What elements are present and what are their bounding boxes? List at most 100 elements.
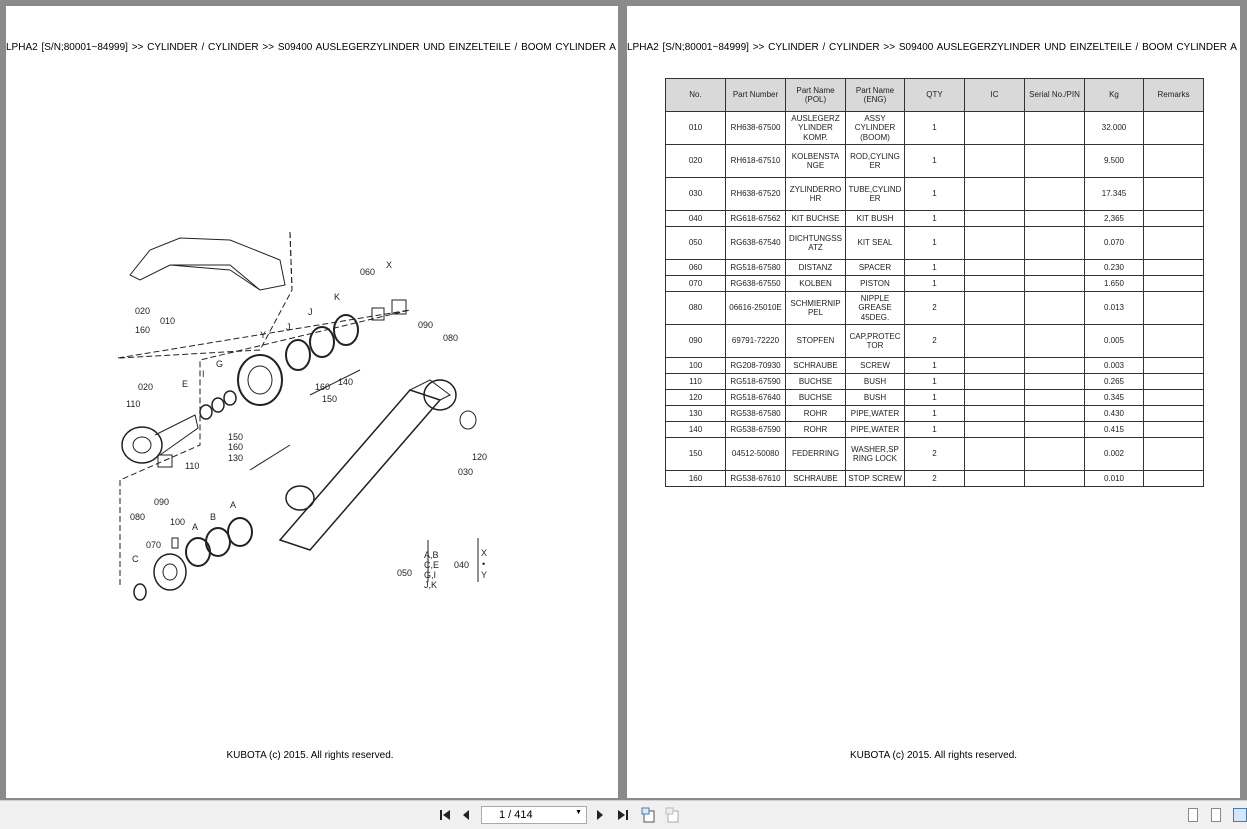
table-cell: 0.003 [1084, 357, 1144, 374]
table-cell [1024, 389, 1085, 406]
table-cell: 17.345 [1084, 177, 1144, 211]
table-cell: KIT BUSH [845, 210, 905, 227]
table-cell: 070 [665, 275, 726, 292]
table-cell: 2 [904, 324, 965, 358]
go-forward-view-icon[interactable] [664, 806, 680, 824]
callout-label: J,K [424, 580, 437, 590]
table-cell [1024, 470, 1085, 487]
breadcrumb-header: LPHA2 [S/N;80001~84999] >> CYLINDER / CY… [6, 42, 616, 53]
callout-label: Y [260, 330, 266, 340]
callout-label: 080 [130, 512, 145, 522]
table-cell [1024, 275, 1085, 292]
table-cell: 0.415 [1084, 421, 1144, 438]
continuous-view-icon[interactable] [1211, 808, 1221, 822]
table-cell: ASSY CYLINDER (BOOM) [845, 111, 905, 145]
chevron-down-icon[interactable]: ▼ [575, 809, 582, 816]
table-cell: 080 [665, 291, 726, 325]
table-cell [1143, 324, 1204, 358]
table-cell: FEDERRING [785, 437, 846, 471]
table-cell: 020 [665, 144, 726, 178]
table-cell [964, 177, 1025, 211]
callout-label: 140 [338, 377, 353, 387]
table-cell: RG538-67590 [725, 421, 786, 438]
table-cell: PISTON [845, 275, 905, 292]
table-cell [964, 470, 1025, 487]
last-page-icon[interactable] [616, 806, 630, 824]
table-cell: AUSLEGERZ YLINDER KOMP. [785, 111, 846, 145]
table-cell: 090 [665, 324, 726, 358]
table-cell: 010 [665, 111, 726, 145]
table-cell: RH638-67520 [725, 177, 786, 211]
callout-label: A [230, 500, 236, 510]
column-header: Remarks [1143, 78, 1204, 112]
table-cell: CAP,PROTEC TOR [845, 324, 905, 358]
table-cell: KIT BUCHSE [785, 210, 846, 227]
table-cell: 120 [665, 389, 726, 406]
callout-label: 100 [170, 517, 185, 527]
table-cell: 100 [665, 357, 726, 374]
table-cell: 050 [665, 226, 726, 260]
table-cell: WASHER,SP RING LOCK [845, 437, 905, 471]
table-cell [1143, 275, 1204, 292]
prev-page-icon[interactable] [460, 806, 472, 824]
table-cell: STOPFEN [785, 324, 846, 358]
page-number-input[interactable]: 1 / 414 ▼ [481, 806, 587, 824]
callout-label: 150 [228, 432, 243, 442]
table-cell: NIPPLE GREASE 45DEG. [845, 291, 905, 325]
table-cell: BUCHSE [785, 373, 846, 390]
callout-label: 070 [146, 540, 161, 550]
table-cell: ROHR [785, 405, 846, 422]
table-cell: 69791-72220 [725, 324, 786, 358]
callout-label: G [216, 359, 223, 369]
table-cell: ROHR [785, 421, 846, 438]
table-cell: 0.230 [1084, 259, 1144, 276]
table-cell: ROD,CYLING ER [845, 144, 905, 178]
table-cell [1024, 259, 1085, 276]
table-cell: 0.265 [1084, 373, 1144, 390]
table-cell: 1 [904, 389, 965, 406]
two-page-view-icon[interactable] [1233, 808, 1247, 822]
table-cell: TUBE,CYLIND ER [845, 177, 905, 211]
table-cell [1024, 421, 1085, 438]
single-page-view-icon[interactable] [1188, 808, 1198, 822]
column-header: QTY [904, 78, 965, 112]
table-cell [964, 226, 1025, 260]
next-page-icon[interactable] [594, 806, 606, 824]
table-cell: RG518-67580 [725, 259, 786, 276]
table-cell: 0.013 [1084, 291, 1144, 325]
column-header: Part Number [725, 78, 786, 112]
callout-label: K [334, 292, 340, 302]
table-cell [1143, 389, 1204, 406]
table-cell: 1 [904, 226, 965, 260]
table-cell: 1.650 [1084, 275, 1144, 292]
table-cell: RG208-70930 [725, 357, 786, 374]
table-cell: 1 [904, 275, 965, 292]
table-cell: PIPE,WATER [845, 421, 905, 438]
column-header: No. [665, 78, 726, 112]
table-cell: 0.430 [1084, 405, 1144, 422]
table-cell: BUSH [845, 389, 905, 406]
callout-label: G,I [424, 570, 436, 580]
table-cell [964, 421, 1025, 438]
table-cell [1143, 177, 1204, 211]
table-cell: 1 [904, 210, 965, 227]
table-cell: 060 [665, 259, 726, 276]
table-cell [964, 373, 1025, 390]
table-cell: 1 [904, 357, 965, 374]
table-cell: SCHRAUBE [785, 470, 846, 487]
first-page-icon[interactable] [438, 806, 452, 824]
table-cell: 040 [665, 210, 726, 227]
callout-label: 120 [472, 452, 487, 462]
table-cell [1143, 470, 1204, 487]
table-cell: RH638-67500 [725, 111, 786, 145]
go-back-view-icon[interactable] [640, 806, 656, 824]
table-cell [1143, 405, 1204, 422]
table-cell [1143, 357, 1204, 374]
